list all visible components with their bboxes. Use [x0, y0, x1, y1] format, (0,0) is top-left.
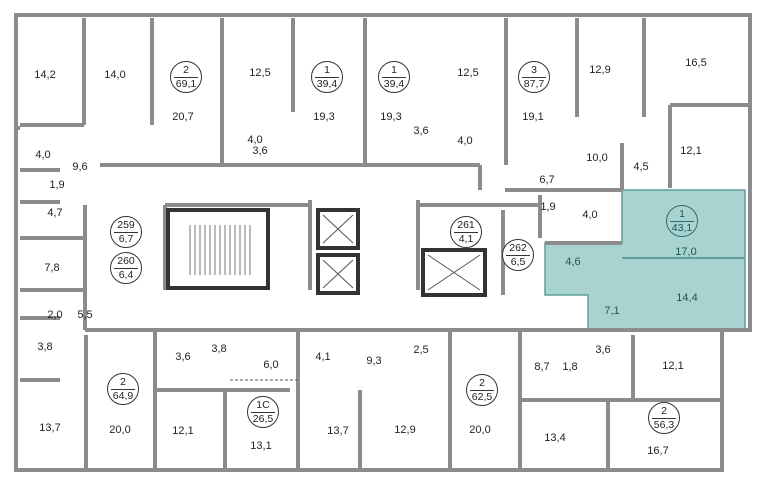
- room-area-label: 12,5: [457, 67, 479, 79]
- elevator-1: [316, 208, 360, 250]
- room-area-label: 7,8: [44, 262, 60, 274]
- room-area-label: 3,8: [37, 341, 53, 353]
- room-area-label: 4,6: [565, 256, 581, 268]
- apartment-area: 43,1: [671, 222, 693, 234]
- room-area-label: 19,3: [380, 111, 402, 123]
- room-area-label: 19,3: [313, 111, 335, 123]
- elevator-2: [316, 253, 360, 295]
- room-area-label: 14,0: [104, 69, 126, 81]
- apartment-rooms: 2: [652, 403, 676, 419]
- apartment-rooms: 3: [522, 62, 546, 78]
- room-area-label: 9,3: [366, 355, 382, 367]
- room-area-label: 10,0: [586, 152, 608, 164]
- outer-wall: [14, 13, 752, 472]
- apartment-rooms: 1: [382, 62, 406, 78]
- room-area-label: 12,9: [394, 424, 416, 436]
- apartment-rooms: 1: [315, 62, 339, 78]
- room-area-label: 12,5: [249, 67, 271, 79]
- room-area-label: 13,7: [327, 425, 349, 437]
- apartment-rooms: 259: [114, 217, 138, 233]
- stairwell: [166, 208, 270, 290]
- apartment-area: 6,5: [510, 256, 526, 268]
- room-area-label: 4,0: [247, 134, 263, 146]
- room-area-label: 19,1: [522, 111, 544, 123]
- room-area-label: 12,9: [589, 64, 611, 76]
- room-area-label: 20,0: [469, 424, 491, 436]
- room-area-label: 16,7: [647, 445, 669, 457]
- apartment-rooms: 2: [111, 374, 135, 390]
- apartment-area: 64,9: [112, 390, 134, 402]
- apartment-area: 69,1: [175, 78, 197, 90]
- room-area-label: 2,5: [413, 344, 429, 356]
- room-area-label: 6,0: [263, 359, 279, 371]
- room-area-label: 1,8: [562, 361, 578, 373]
- room-area-label: 1,9: [540, 201, 556, 213]
- room-area-label: 20,7: [172, 111, 194, 123]
- room-area-label: 17,0: [675, 246, 697, 258]
- room-area-label: 5,5: [77, 309, 93, 321]
- apartment-area: 6,7: [118, 233, 134, 245]
- room-area-label: 14,4: [676, 292, 698, 304]
- room-area-label: 3,6: [175, 351, 191, 363]
- room-area-label: 12,1: [662, 360, 684, 372]
- room-area-label: 16,5: [685, 57, 707, 69]
- room-area-label: 8,7: [534, 361, 550, 373]
- room-area-label: 20,0: [109, 424, 131, 436]
- room-area-label: 12,1: [680, 145, 702, 157]
- room-area-label: 4,0: [582, 209, 598, 221]
- apartment-area: 39,4: [383, 78, 405, 90]
- apartment-rooms: 2: [470, 375, 494, 391]
- room-area-label: 13,7: [39, 422, 61, 434]
- apartment-area: 56,3: [653, 419, 675, 431]
- apartment-area: 87,7: [523, 78, 545, 90]
- apartment-rooms: 260: [114, 253, 138, 269]
- elevator-3: [421, 248, 487, 297]
- room-area-label: 1,9: [49, 179, 65, 191]
- room-area-label: 3,6: [252, 145, 268, 157]
- apartment-rooms: 2: [174, 62, 198, 78]
- room-area-label: 6,7: [539, 174, 555, 186]
- apartment-area: 26,5: [252, 413, 274, 425]
- apartment-rooms: 261: [454, 217, 478, 233]
- room-area-label: 4,0: [35, 149, 51, 161]
- room-area-label: 4,1: [315, 351, 331, 363]
- room-area-label: 4,7: [47, 207, 63, 219]
- room-area-label: 3,6: [595, 344, 611, 356]
- apartment-area: 39,4: [316, 78, 338, 90]
- room-area-label: 4,5: [633, 161, 649, 173]
- room-area-label: 13,1: [250, 440, 272, 452]
- room-area-label: 7,1: [604, 305, 620, 317]
- room-area-label: 4,0: [457, 135, 473, 147]
- room-area-label: 12,1: [172, 425, 194, 437]
- apartment-rooms: 1: [670, 206, 694, 222]
- room-area-label: 13,4: [544, 432, 566, 444]
- room-area-label: 9,6: [72, 161, 88, 173]
- apartment-rooms: 262: [506, 240, 530, 256]
- room-area-label: 14,2: [34, 69, 56, 81]
- apartment-rooms: 1С: [251, 397, 275, 413]
- room-area-label: 3,6: [413, 125, 429, 137]
- room-area-label: 2,0: [47, 309, 63, 321]
- apartment-area: 62,5: [471, 391, 493, 403]
- apartment-area: 6,4: [118, 269, 134, 281]
- apartment-area: 4,1: [458, 233, 474, 245]
- room-area-label: 3,8: [211, 343, 227, 355]
